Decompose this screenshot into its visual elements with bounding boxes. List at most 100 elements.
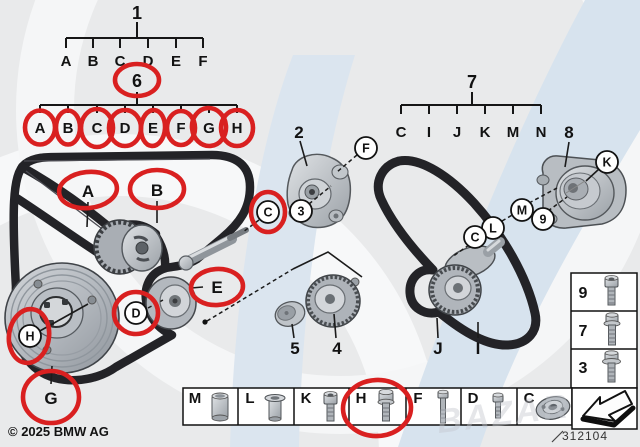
tree7-child-i[interactable]: I (427, 124, 431, 141)
callout-circle-f[interactable] (354, 136, 378, 160)
tree7-child-c[interactable]: C (396, 124, 407, 141)
callout-rod-c[interactable]: C (263, 206, 272, 220)
leader-lines (37, 140, 600, 385)
socket-head-bolt-icon (604, 275, 619, 306)
part4-label[interactable]: 4 (332, 339, 342, 358)
flange-bolt-icon (602, 350, 621, 383)
tree1-child-a[interactable]: A (61, 53, 72, 70)
callout-c-right[interactable]: C (470, 231, 479, 245)
tree1-root[interactable]: 1 (132, 3, 142, 23)
cell-label-m[interactable]: M (189, 390, 202, 407)
right-table-label-9[interactable]: 9 (579, 285, 588, 302)
highlight-ring (112, 61, 162, 99)
callout-pulley-b[interactable]: B (151, 181, 163, 200)
right-table-frame (570, 272, 638, 389)
cap-part-5 (274, 301, 306, 327)
direction-arrow-cell: 312104 (551, 387, 638, 443)
belt-tensioner-j (428, 237, 505, 316)
blue-swoosh-band (230, 55, 355, 447)
callout-circle-d[interactable] (124, 301, 148, 325)
tree1-child-f[interactable]: F (198, 53, 207, 70)
callout-circle-9[interactable] (531, 207, 555, 231)
white-swoosh-arc (0, 134, 441, 447)
tree6-root[interactable]: 6 (132, 71, 142, 91)
callout-circle-c[interactable] (256, 200, 280, 224)
highlight-ring (6, 306, 52, 366)
tree1-child-c[interactable]: C (115, 53, 126, 70)
highlight-ring (56, 169, 120, 211)
callout-bolt-f[interactable]: F (362, 142, 370, 156)
right-table-label-3[interactable]: 3 (579, 360, 588, 377)
callout-bolt-9[interactable]: 9 (540, 213, 547, 227)
tree6-child-h[interactable]: H (232, 120, 243, 137)
flange-bolt-icon (603, 312, 621, 346)
callout-sleeve-m[interactable]: M (517, 204, 527, 218)
cell-label-k[interactable]: K (301, 390, 312, 407)
highlight-ring (188, 266, 246, 308)
callout-sleeve-l[interactable]: L (489, 222, 497, 236)
flanged-sleeve-icon (264, 394, 286, 422)
callout-circle-3[interactable] (289, 199, 313, 223)
callout-belt-a[interactable]: A (82, 182, 94, 201)
callout-crank-g[interactable]: G (44, 389, 57, 408)
tree7-child-j[interactable]: J (453, 124, 461, 141)
belt-rib-line (23, 158, 211, 162)
fastener-table-right: 9 7 3 (570, 272, 638, 389)
highlight-ring (248, 189, 288, 235)
fastener-table-bottom: M L K H F D C (182, 377, 573, 439)
callout-idler-d[interactable]: D (131, 307, 140, 321)
cell-label-d[interactable]: D (468, 390, 479, 407)
highlight-ring (78, 106, 116, 150)
tree6-child-g[interactable]: G (203, 120, 215, 137)
cell-label-c[interactable]: C (524, 390, 535, 407)
highlight-ring (111, 289, 161, 337)
kit-tree-6: 6 A B C D E F G H (22, 61, 256, 150)
highlight-ring (340, 377, 414, 439)
tree6-child-a[interactable]: A (35, 120, 46, 137)
highlight-ring (20, 368, 82, 426)
cell-label-f[interactable]: F (413, 390, 422, 407)
tree6-child-b[interactable]: B (63, 120, 74, 137)
tree6-child-f[interactable]: F (176, 120, 185, 137)
washer-icon (535, 396, 571, 420)
part5-label[interactable]: 5 (290, 339, 299, 358)
tree1-child-e[interactable]: E (171, 53, 181, 70)
blue-swoosh-band-2 (398, 0, 640, 447)
kit-tree-7: 7 C I J K M N 8 (396, 72, 574, 142)
callout-idler-e[interactable]: E (211, 278, 222, 297)
highlight-ring (164, 108, 198, 148)
callout-crank-bolt-h[interactable]: H (25, 330, 34, 344)
right-table-label-7[interactable]: 7 (579, 323, 588, 340)
diagram-callouts: A B E G C D H 3 F K M 9 L C 2 5 4 J (6, 123, 619, 426)
tree1-child-d[interactable]: D (143, 53, 154, 70)
callout-bolt-3[interactable]: 3 (298, 205, 305, 219)
cell-label-l[interactable]: L (245, 390, 254, 407)
callout-circle-m[interactable] (510, 198, 534, 222)
alternator-decoupler-pulley (93, 219, 163, 275)
direction-arrow-icon (580, 390, 636, 428)
highlight-ring (218, 107, 256, 149)
socket-head-bolt-icon (323, 391, 338, 422)
callout-bolt-k[interactable]: K (602, 156, 611, 170)
callout-circle-k[interactable] (595, 150, 619, 174)
tree1-child-b[interactable]: B (88, 53, 99, 70)
tree7-child-n[interactable]: N (536, 124, 547, 141)
tree6-child-d[interactable]: D (120, 120, 131, 137)
part2-label[interactable]: 2 (294, 123, 303, 142)
tree7-root[interactable]: 7 (467, 72, 477, 92)
belt-i-label[interactable]: I (476, 339, 481, 358)
tensioner-j-label[interactable]: J (433, 339, 442, 358)
diagram-number-tick (551, 430, 564, 443)
part8-label[interactable]: 8 (564, 123, 573, 142)
callout-circle-h[interactable] (18, 324, 42, 348)
flange-bolt-icon (377, 388, 395, 422)
callout-circle-c-right[interactable] (463, 225, 487, 249)
cell-label-h[interactable]: H (356, 390, 367, 407)
tree7-child-k[interactable]: K (480, 124, 491, 141)
tree6-child-c[interactable]: C (92, 120, 103, 137)
tree6-child-e[interactable]: E (148, 120, 158, 137)
tree7-child-m[interactable]: M (507, 124, 520, 141)
tensioner-rod (178, 227, 249, 271)
bottom-table-frame (182, 387, 573, 426)
